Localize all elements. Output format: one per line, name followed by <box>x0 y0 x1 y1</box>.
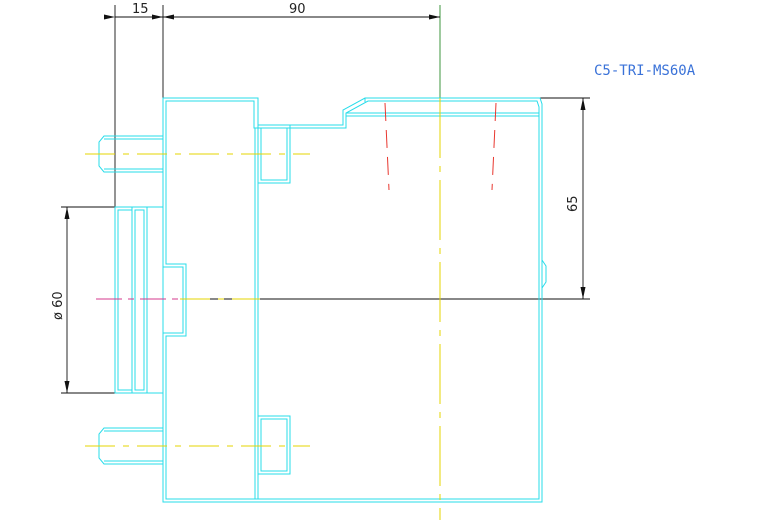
hidden-holes <box>384 102 497 191</box>
dim-65-label: 65 <box>566 195 581 212</box>
center-lines <box>85 98 441 520</box>
dim-90-label: 90 <box>289 2 306 17</box>
dim-15-label: 15 <box>132 2 149 17</box>
dimension-arrows <box>64 14 586 393</box>
part-label: C5-TRI-MS60A <box>594 63 696 79</box>
part-outline <box>98 97 547 503</box>
dimension-lines <box>61 5 590 394</box>
dim-diameter-label: ø 60 <box>51 291 66 320</box>
